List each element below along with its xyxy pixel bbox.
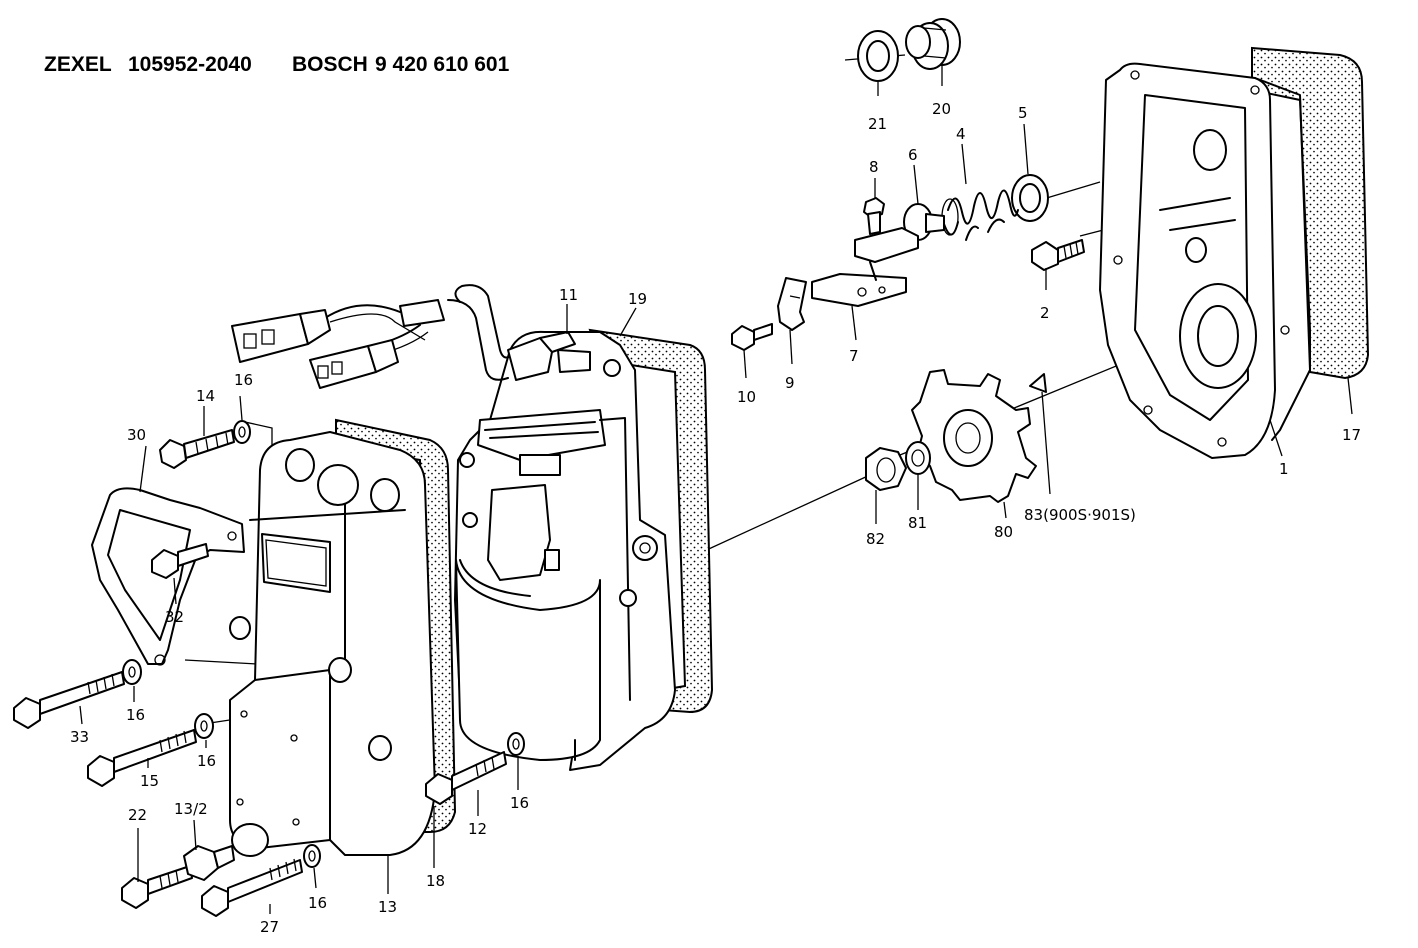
callout-13-2: 13/2	[174, 800, 208, 818]
callout-10: 10	[737, 388, 756, 406]
part-13-cover	[229, 431, 436, 857]
part-1-housing	[1099, 62, 1311, 459]
callout-83: 83(900S·901S)	[1024, 506, 1136, 524]
part-32-bolt	[151, 543, 209, 579]
callout-16-b: 16	[126, 706, 145, 724]
callout-27: 27	[260, 918, 279, 936]
callout-11: 11	[559, 286, 578, 304]
callout-22: 22	[128, 806, 147, 824]
callout-2: 2	[1040, 304, 1050, 322]
part-12-bolt	[425, 751, 507, 805]
leader-lines	[79, 66, 1353, 914]
part-17-gasket	[1251, 46, 1370, 380]
manufacturer-zexel: ZEXEL	[44, 53, 112, 76]
part-9-bracket	[777, 277, 807, 331]
callout-8: 8	[869, 158, 879, 176]
part-10-screw	[731, 323, 773, 351]
part-80-rotor	[911, 369, 1037, 503]
part-16-washer-c	[194, 713, 214, 739]
part-16-washer-d	[507, 732, 525, 756]
part-11-actuator	[454, 330, 676, 771]
callout-13: 13	[378, 898, 397, 916]
part-15-bolt	[87, 729, 197, 787]
part-5-ring	[1011, 174, 1049, 222]
zexel-part-number: 105952-2040	[128, 53, 252, 76]
callout-14: 14	[196, 387, 215, 405]
callout-19: 19	[628, 290, 647, 308]
callout-17: 17	[1342, 426, 1361, 444]
callout-81: 81	[908, 514, 927, 532]
callout-18: 18	[426, 872, 445, 890]
part-20-plug	[905, 18, 961, 70]
callout-labels: 21 20 8 6 4 5 2 7 9 10 11 19 17 1 83(900…	[70, 100, 1361, 936]
callout-12: 12	[468, 820, 487, 838]
callout-20: 20	[932, 100, 951, 118]
part-16-washer-e	[303, 844, 321, 868]
part-27-bolt	[201, 858, 303, 917]
part-21-washer	[857, 30, 899, 82]
callout-16-d: 16	[510, 794, 529, 812]
bosch-part-number: 9 420 610 601	[375, 53, 510, 76]
part-7-lever	[811, 227, 919, 307]
part-16-washer-a	[233, 420, 251, 444]
part-6-seat	[903, 203, 945, 241]
callout-16-a: 16	[234, 371, 253, 389]
callout-15: 15	[140, 772, 159, 790]
part-13-2-nut	[183, 845, 235, 881]
callout-9: 9	[785, 374, 795, 392]
callout-33: 33	[70, 728, 89, 746]
callout-4: 4	[956, 125, 966, 143]
part-82-nut	[865, 447, 907, 491]
part-8-screw	[863, 197, 885, 235]
part-2-bolt	[1031, 239, 1085, 271]
manufacturer-bosch: BOSCH	[292, 53, 368, 76]
callout-32: 32	[165, 608, 184, 626]
wiring-connectors	[231, 299, 445, 389]
callout-16-c: 16	[197, 752, 216, 770]
callout-7: 7	[849, 347, 859, 365]
header: ZEXEL 105952-2040 BOSCH 9 420 610 601	[44, 53, 510, 76]
part-33-bolt	[13, 671, 125, 729]
callout-5: 5	[1018, 104, 1028, 122]
part-81-washer	[905, 441, 931, 475]
part-16-washer-b	[122, 659, 142, 685]
callout-80: 80	[994, 523, 1013, 541]
callout-1: 1	[1279, 460, 1289, 478]
callout-21: 21	[868, 115, 887, 133]
part-4-spring	[941, 189, 1019, 241]
callout-16-e: 16	[308, 894, 327, 912]
actuator-hose	[447, 284, 576, 381]
callout-82: 82	[866, 530, 885, 548]
callout-30: 30	[127, 426, 146, 444]
callout-6: 6	[908, 146, 918, 164]
part-14-bolt	[159, 429, 235, 469]
part-83-key	[1029, 373, 1047, 393]
part-22-bolt	[121, 865, 193, 909]
